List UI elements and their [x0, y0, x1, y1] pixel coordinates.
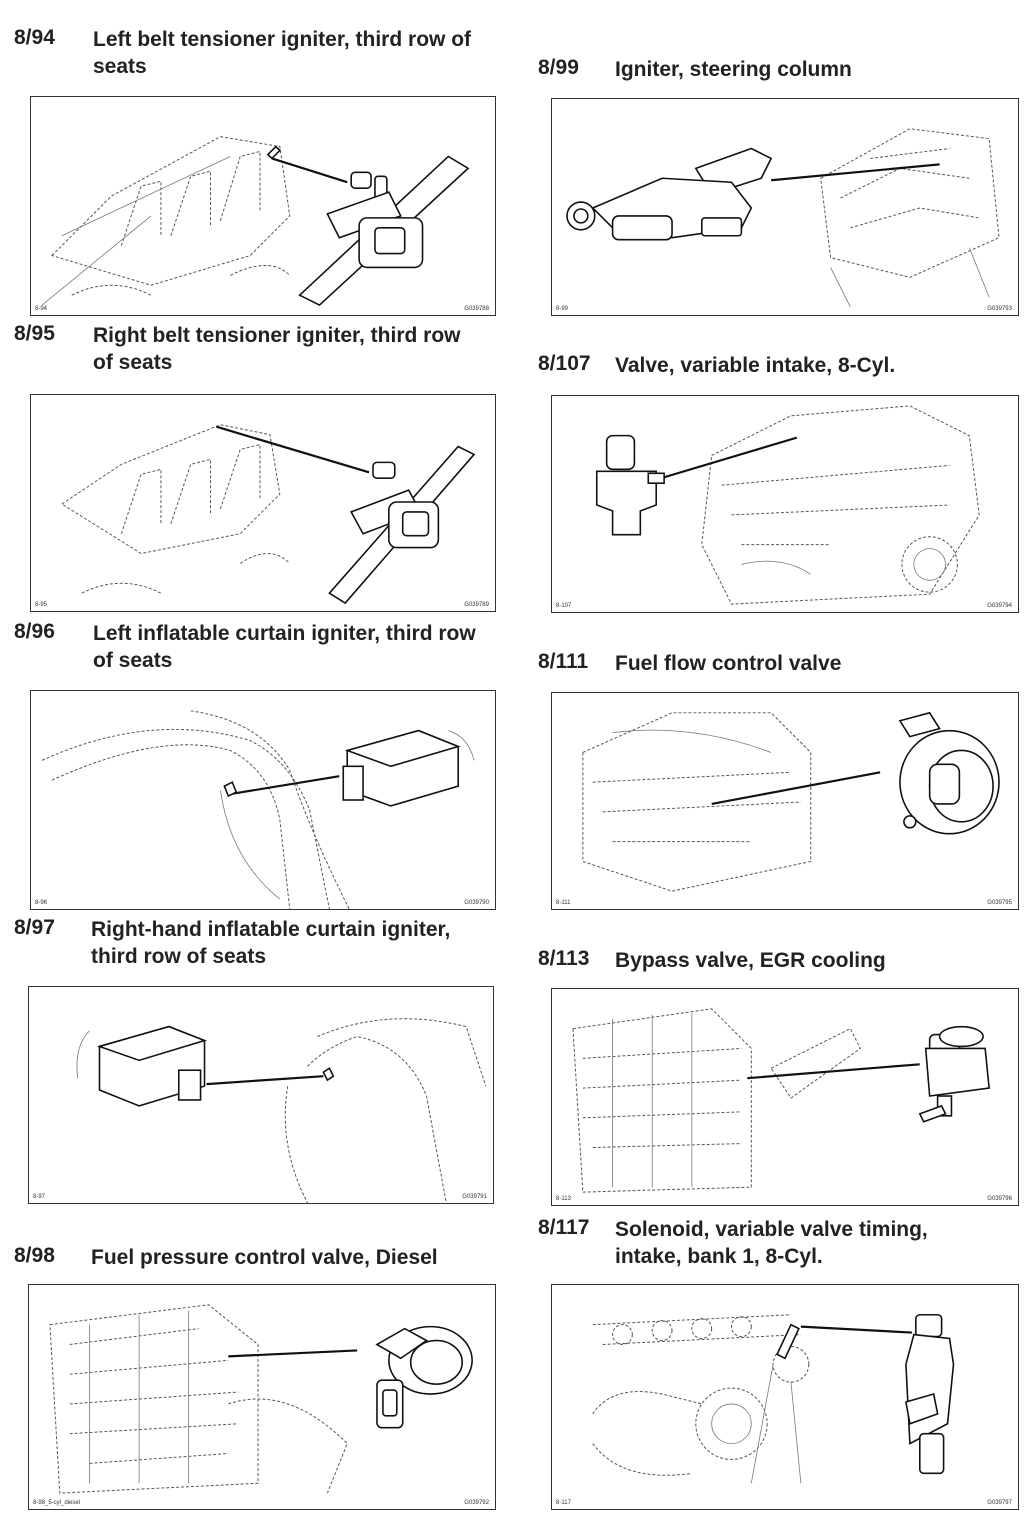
figure-reference: G039794	[987, 603, 1012, 609]
figure-reference: G039797	[987, 1500, 1012, 1506]
entry-8-97: 8/97 Right-hand inflatable curtain ignit…	[14, 916, 514, 976]
entry-8-117: 8/117 Solenoid, variable valve timing, i…	[538, 1216, 1018, 1276]
figure-8-107: 8-107 G039794	[551, 395, 1019, 613]
entry-8-98: 8/98 Fuel pressure control valve, Diesel	[14, 1244, 514, 1274]
figure-number: 8-97	[33, 1194, 46, 1200]
entry-8-95: 8/95 Right belt tensioner igniter, third…	[14, 322, 514, 382]
entry-code: 8/98	[14, 1244, 55, 1267]
entry-title-line: Right-hand inflatable curtain igniter,	[91, 918, 451, 941]
entry-code: 8/107	[538, 352, 591, 375]
entry-title-line: Bypass valve, EGR cooling	[615, 949, 886, 972]
entry-8-107: 8/107 Valve, variable intake, 8-Cyl.	[538, 352, 1018, 382]
entry-title-line: Fuel flow control valve	[615, 652, 842, 675]
entry-title-line: of seats	[93, 649, 173, 672]
fuel-pressure-valve-icon	[49, 1304, 473, 1494]
entry-title-line: Left inflatable curtain igniter, third r…	[93, 622, 476, 645]
figure-8-95: 8-95 G039789	[30, 394, 496, 612]
entry-title-line: of seats	[93, 351, 173, 374]
belt-tensioner-igniter-icon	[41, 136, 470, 307]
figure-8-99: 8-99 G039793	[551, 98, 1019, 316]
entry-title: Fuel pressure control valve, Diesel	[91, 1244, 438, 1271]
entry-title: Right-hand inflatable curtain igniter, t…	[91, 916, 450, 970]
figure-8-117: 8-117 G039797	[551, 1284, 1019, 1510]
entry-code: 8/117	[538, 1216, 590, 1239]
entry-8-94: 8/94 Left belt tensioner igniter, third …	[14, 26, 514, 306]
entry-title: Left belt tensioner igniter, third row o…	[93, 26, 471, 80]
entry-title-line: Igniter, steering column	[615, 58, 852, 81]
figure-number: 8-96	[35, 900, 48, 906]
entry-title: Fuel flow control valve	[615, 650, 841, 677]
figure-8-98: 8-98_5-cyl_diesel G039792	[28, 1284, 496, 1510]
entry-8-96: 8/96 Left inflatable curtain igniter, th…	[14, 620, 514, 680]
entry-title-line: third row of seats	[91, 945, 267, 968]
vvt-solenoid-icon	[592, 1313, 955, 1484]
intake-valve-icon	[595, 405, 980, 605]
curtain-igniter-icon	[41, 710, 475, 909]
belt-tensioner-igniter-icon	[60, 424, 476, 605]
entry-code: 8/99	[538, 56, 579, 79]
entry-code: 8/111	[538, 650, 589, 673]
figure-reference: G039796	[987, 1196, 1012, 1202]
entry-code: 8/95	[14, 322, 55, 345]
figure-number: 8-107	[556, 603, 572, 609]
entry-8-113: 8/113 Bypass valve, EGR cooling	[538, 947, 1018, 977]
curtain-igniter-icon	[76, 1018, 487, 1203]
entry-title-line: Valve, variable intake, 8-Cyl.	[615, 354, 896, 377]
entry-code: 8/94	[14, 26, 55, 49]
figure-reference: G039788	[464, 306, 489, 312]
figure-reference: G039793	[987, 306, 1012, 312]
figure-number: 8-94	[35, 306, 48, 312]
entry-title-line: Fuel pressure control valve, Diesel	[91, 1246, 438, 1269]
figure-8-113: 8-113 G039796	[551, 988, 1019, 1206]
bypass-valve-icon	[572, 1008, 990, 1193]
entry-8-111: 8/111 Fuel flow control valve	[538, 650, 1018, 680]
figure-number: 8-99	[556, 306, 569, 312]
entry-title: Left inflatable curtain igniter, third r…	[93, 620, 476, 674]
entry-code: 8/96	[14, 620, 55, 643]
entry-title: Valve, variable intake, 8-Cyl.	[615, 352, 895, 379]
figure-reference: G039792	[464, 1500, 489, 1506]
fuel-flow-valve-icon	[582, 711, 1000, 892]
entry-title: Bypass valve, EGR cooling	[615, 947, 886, 974]
figure-reference: G039789	[464, 602, 489, 608]
figure-reference: G039791	[462, 1194, 487, 1200]
figure-reference: G039790	[464, 900, 489, 906]
entry-code: 8/113	[538, 947, 590, 970]
entry-title-line: intake, bank 1, 8-Cyl.	[615, 1245, 823, 1268]
entry-title: Igniter, steering column	[615, 56, 852, 83]
entry-title-line: seats	[93, 55, 147, 78]
figure-number: 8-113	[556, 1196, 571, 1202]
figure-number: 8-98_5-cyl_diesel	[33, 1500, 81, 1506]
entry-title-line: Right belt tensioner igniter, third row	[93, 324, 461, 347]
figure-number: 8-117	[556, 1500, 571, 1506]
figure-8-94: 8-94 G039788	[30, 96, 496, 316]
steering-column-igniter-icon	[566, 128, 1000, 308]
entry-title-line: Left belt tensioner igniter, third row o…	[93, 28, 472, 51]
figure-8-96: 8-96 G039790	[30, 690, 496, 910]
figure-reference: G039795	[987, 900, 1012, 906]
entry-title-line: Solenoid, variable valve timing,	[615, 1218, 928, 1241]
figure-number: 8-95	[35, 602, 48, 608]
entry-title: Solenoid, variable valve timing, intake,…	[615, 1216, 928, 1270]
entry-code: 8/97	[14, 916, 55, 939]
entry-title: Right belt tensioner igniter, third row …	[93, 322, 461, 376]
figure-8-97: 8-97 G039791	[28, 986, 494, 1204]
figure-number: 8-111	[556, 900, 571, 906]
entry-8-99: 8/99 Igniter, steering column	[538, 56, 1018, 86]
figure-8-111: 8-111 G039795	[551, 692, 1019, 910]
